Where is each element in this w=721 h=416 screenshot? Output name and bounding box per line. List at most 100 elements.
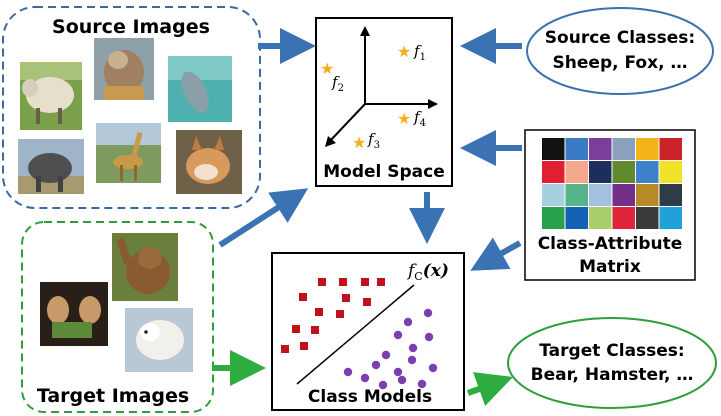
class-a-square	[363, 298, 371, 306]
fox-photo	[176, 130, 242, 194]
source-classes-node: Source Classes: Sheep, Fox, …	[526, 7, 714, 95]
matrix-cell	[589, 184, 612, 206]
label-f4: f4	[413, 108, 426, 129]
matrix-cell	[636, 207, 659, 229]
matrix-grid	[542, 138, 682, 229]
class-b-dot	[428, 363, 438, 373]
matrix-cell	[636, 161, 659, 183]
class-a-square	[281, 345, 289, 353]
class-b-dot	[424, 332, 434, 342]
class-a-square	[361, 278, 369, 286]
class-b-dot	[393, 367, 403, 377]
polar-bear-photo	[125, 308, 193, 372]
label-f1: f1	[413, 42, 426, 63]
bear-photo	[112, 233, 178, 301]
hamster-photo	[40, 282, 108, 346]
label-f3: f3	[367, 130, 380, 151]
target-images-group: Target Images	[21, 221, 214, 413]
target-images-title: Target Images	[37, 385, 189, 407]
arrows	[212, 28, 522, 407]
sheep-photo	[20, 62, 82, 130]
class-a-square	[377, 278, 385, 286]
class-b-dot	[343, 367, 353, 377]
target-classes-line2: Bear, Hamster, …	[531, 365, 694, 385]
axis-arrowhead-up	[360, 26, 370, 36]
decision-boundary	[296, 284, 415, 385]
matrix-cell	[542, 184, 565, 206]
matrix-title-line1: Class-Attribute	[538, 234, 683, 254]
class-b-dot	[381, 350, 391, 360]
matrix-cell	[589, 161, 612, 183]
star-f1: ★	[397, 42, 411, 61]
matrix-cell	[589, 207, 612, 229]
matrix-cell	[612, 138, 635, 160]
class-b-points	[343, 308, 438, 390]
matrix-cell	[612, 161, 635, 183]
arrow-target-images-to-model-space	[218, 188, 309, 248]
matrix-cell	[542, 161, 565, 183]
matrix-cell	[542, 207, 565, 229]
giraffe-photo	[96, 123, 161, 183]
source-classes-line1: Source Classes:	[545, 28, 695, 48]
matrix-cell	[612, 207, 635, 229]
class-attribute-matrix: Class-Attribute Matrix	[524, 129, 696, 281]
matrix-cell	[565, 184, 588, 206]
star-f3: ★	[352, 133, 366, 152]
class-a-square	[336, 310, 344, 318]
class-b-dot	[360, 373, 370, 383]
class-b-dot	[397, 375, 407, 385]
matrix-cell	[636, 138, 659, 160]
matrix-cell	[589, 138, 612, 160]
matrix-cell	[659, 207, 682, 229]
matrix-cell	[565, 138, 588, 160]
arrow-class-models-to-target-classes	[466, 372, 513, 407]
matrix-cell	[636, 184, 659, 206]
matrix-cell	[542, 138, 565, 160]
source-images-title: Source Images	[52, 16, 210, 38]
squirrel-photo	[94, 38, 154, 100]
matrix-cell	[659, 138, 682, 160]
label-f2: f2	[331, 73, 344, 94]
class-a-square	[339, 278, 347, 286]
matrix-cell	[659, 184, 682, 206]
source-classes-line2: Sheep, Fox, …	[553, 53, 688, 73]
target-classes-line1: Target Classes:	[539, 341, 684, 361]
class-a-points	[281, 278, 385, 353]
class-b-dot	[408, 343, 418, 353]
matrix-cell	[659, 161, 682, 183]
arrow-matrix-to-class-models	[470, 237, 522, 271]
matrix-cell	[565, 161, 588, 183]
class-models-title: Class Models	[308, 387, 432, 407]
axis-arrowhead-right	[428, 99, 438, 109]
class-a-square	[311, 326, 319, 334]
class-a-square	[315, 308, 323, 316]
class-a-square	[292, 325, 300, 333]
model-space-box: ★ ★ ★ ★ f1 f2 f3 f4 Model Space	[315, 17, 453, 187]
class-a-square	[342, 294, 350, 302]
class-models-box: fC(x) Class Models	[271, 252, 465, 411]
class-a-square	[300, 342, 308, 350]
target-classes-node: Target Classes: Bear, Hamster, …	[507, 317, 717, 409]
matrix-title-line2: Matrix	[579, 257, 641, 277]
dolphin-photo	[168, 56, 232, 122]
class-b-dot	[423, 308, 433, 318]
star-f4: ★	[397, 109, 411, 128]
class-a-square	[299, 293, 307, 301]
source-images-group: Source Images	[2, 6, 261, 209]
class-b-dot	[403, 317, 413, 327]
model-space-title: Model Space	[323, 162, 445, 182]
matrix-cell	[612, 184, 635, 206]
star-f2: ★	[320, 59, 334, 78]
class-b-dot	[417, 379, 427, 389]
class-b-dot	[393, 330, 403, 340]
class-a-square	[318, 278, 326, 286]
class-b-dot	[378, 380, 388, 390]
axis-arrowhead-diag	[325, 136, 336, 147]
class-b-dot	[371, 360, 381, 370]
boundary-label: fC(x)	[406, 261, 449, 283]
elephant-photo	[18, 139, 84, 194]
class-b-dot	[407, 355, 417, 365]
matrix-cell	[565, 207, 588, 229]
